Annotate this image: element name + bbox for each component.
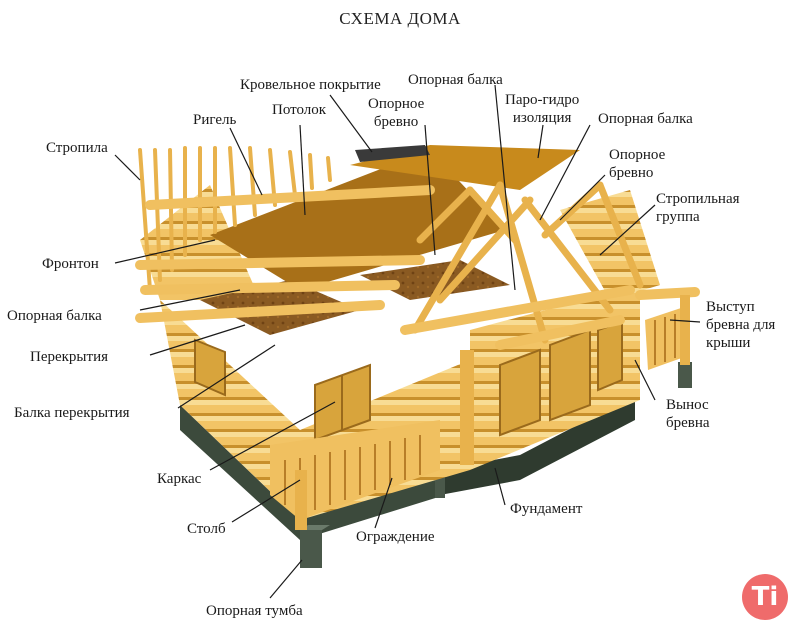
label-stropilnaya-gruppa: Стропильная группа (656, 191, 740, 225)
label-opornoe-brevno-1: Опорное бревно (368, 96, 425, 130)
porch-railing (270, 305, 690, 520)
label-karkas: Каркас (157, 471, 202, 487)
label-perekrytiya: Перекрытия (30, 349, 108, 365)
roof-covering (350, 145, 580, 190)
label-opornoe-brevno-2: Опорное бревно (609, 147, 666, 181)
label-parogidro-izolyatsiya: Паро-гидро изоляция (505, 92, 580, 126)
site-logo-icon[interactable]: Ti (742, 574, 788, 620)
label-vystup-brevna: Выступ бревна для крыши (706, 299, 776, 351)
label-ograzhdenie: Ограждение (356, 529, 435, 545)
label-stropila: Стропила (46, 140, 108, 156)
label-opornaya-balka-left: Опорная балка (7, 308, 102, 324)
label-opornaya-balka-right: Опорная балка (598, 111, 693, 127)
support-pedestals (300, 362, 692, 568)
leader-lines (114, 84, 701, 599)
label-balka-perekrytiya: Балка перекрытия (14, 405, 130, 421)
label-potolok: Потолок (272, 102, 327, 118)
label-fundament: Фундамент (510, 501, 583, 517)
label-fronton: Фронтон (42, 256, 99, 272)
label-krovelnoe-pokrytie: Кровельное покрытие (240, 77, 381, 93)
diagram-title: СХЕМА ДОМА (339, 9, 461, 28)
label-vynos-brevna: Вынос бревна (666, 397, 710, 431)
label-stolb: Столб (187, 521, 226, 537)
label-rigel: Ригель (193, 112, 237, 128)
label-opornaya-tumba: Опорная тумба (206, 603, 303, 619)
posts (295, 295, 690, 530)
label-opornaya-balka-top: Опорная балка (408, 72, 503, 88)
support-logs (135, 185, 700, 350)
